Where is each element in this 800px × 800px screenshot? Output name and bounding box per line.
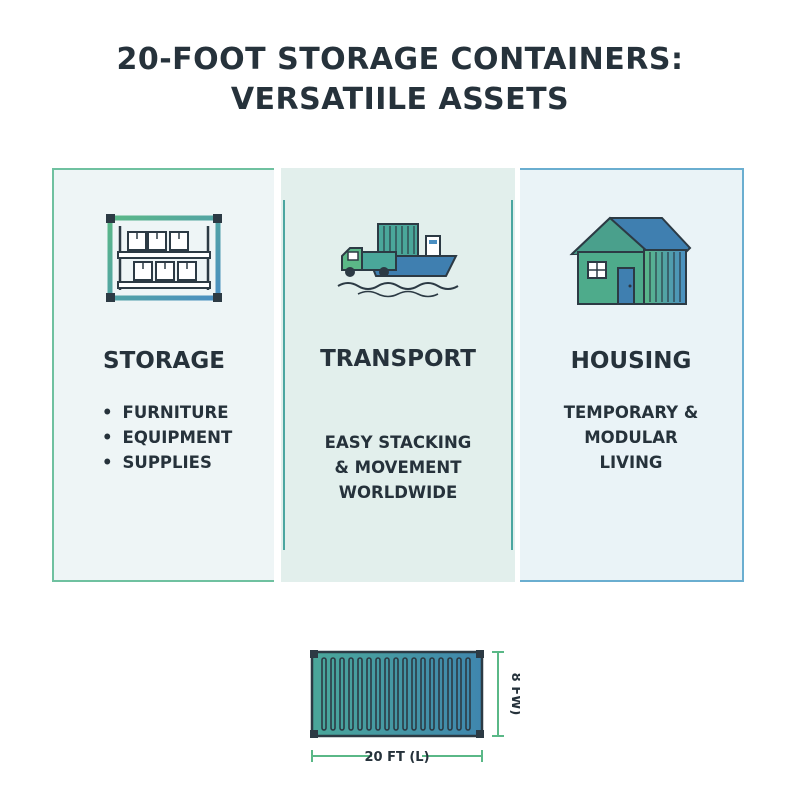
container-rib bbox=[366, 657, 372, 731]
container-house-icon bbox=[520, 210, 742, 310]
storage-panel: Storage Furniture Equipment Supplies bbox=[52, 168, 274, 582]
housing-description: Temporary & Modular Living bbox=[520, 400, 742, 475]
length-dimension-line bbox=[311, 750, 483, 762]
truck-and-ship-icon bbox=[281, 214, 515, 298]
description-line: Modular bbox=[584, 428, 678, 447]
storage-heading: Storage bbox=[103, 348, 225, 374]
panel-divider bbox=[511, 200, 513, 550]
container-rib bbox=[420, 657, 426, 731]
container-rib bbox=[321, 657, 327, 731]
transport-description: Easy Stacking & Movement Worldwide bbox=[281, 430, 515, 505]
container-rib bbox=[339, 657, 345, 731]
housing-panel: Housing Temporary & Modular Living bbox=[520, 168, 744, 582]
list-item: Equipment bbox=[102, 425, 233, 450]
description-line: Temporary & bbox=[563, 403, 699, 422]
length-label: 20 FT (L) bbox=[364, 750, 429, 765]
description-line: Easy Stacking bbox=[324, 433, 472, 452]
container-rib bbox=[393, 657, 399, 731]
container-rib bbox=[348, 657, 354, 731]
container-illustration bbox=[310, 650, 484, 738]
container-rib bbox=[438, 657, 444, 731]
container-rib bbox=[429, 657, 435, 731]
list-item: Supplies bbox=[102, 450, 232, 475]
container-rib bbox=[330, 657, 336, 731]
description-line: & Movement bbox=[334, 458, 462, 477]
list-item: Furniture bbox=[102, 400, 232, 425]
description-line: Worldwide bbox=[338, 483, 458, 502]
page-title: 20-Foot Storage Containers: Versatiile A… bbox=[0, 40, 800, 120]
container-rib bbox=[456, 657, 462, 731]
housing-heading: Housing bbox=[570, 348, 692, 374]
page-title-line-2: Versatiile Assets bbox=[230, 82, 570, 117]
container-rib bbox=[375, 657, 381, 731]
warehouse-shelving-icon bbox=[54, 212, 274, 304]
page-title-line-1: 20-Foot Storage Containers: bbox=[116, 42, 684, 77]
container-rib bbox=[384, 657, 390, 731]
transport-heading: Transport bbox=[320, 346, 476, 372]
container-rib bbox=[357, 657, 363, 731]
width-label: 8 FW) bbox=[508, 673, 520, 716]
width-dimension-line bbox=[492, 651, 504, 737]
container-dimension-diagram: 8 FW) 20 FT (L) bbox=[300, 636, 523, 776]
container-rib bbox=[402, 657, 408, 731]
container-rib bbox=[465, 657, 471, 731]
panel-divider bbox=[283, 200, 285, 550]
container-rib bbox=[447, 657, 453, 731]
transport-panel: Transport Easy Stacking & Movement World… bbox=[281, 168, 515, 582]
container-rib bbox=[411, 657, 417, 731]
storage-items-list: Furniture Equipment Supplies bbox=[102, 400, 233, 475]
use-case-panels: Storage Furniture Equipment Supplies bbox=[52, 168, 744, 582]
description-line: Living bbox=[599, 453, 663, 472]
